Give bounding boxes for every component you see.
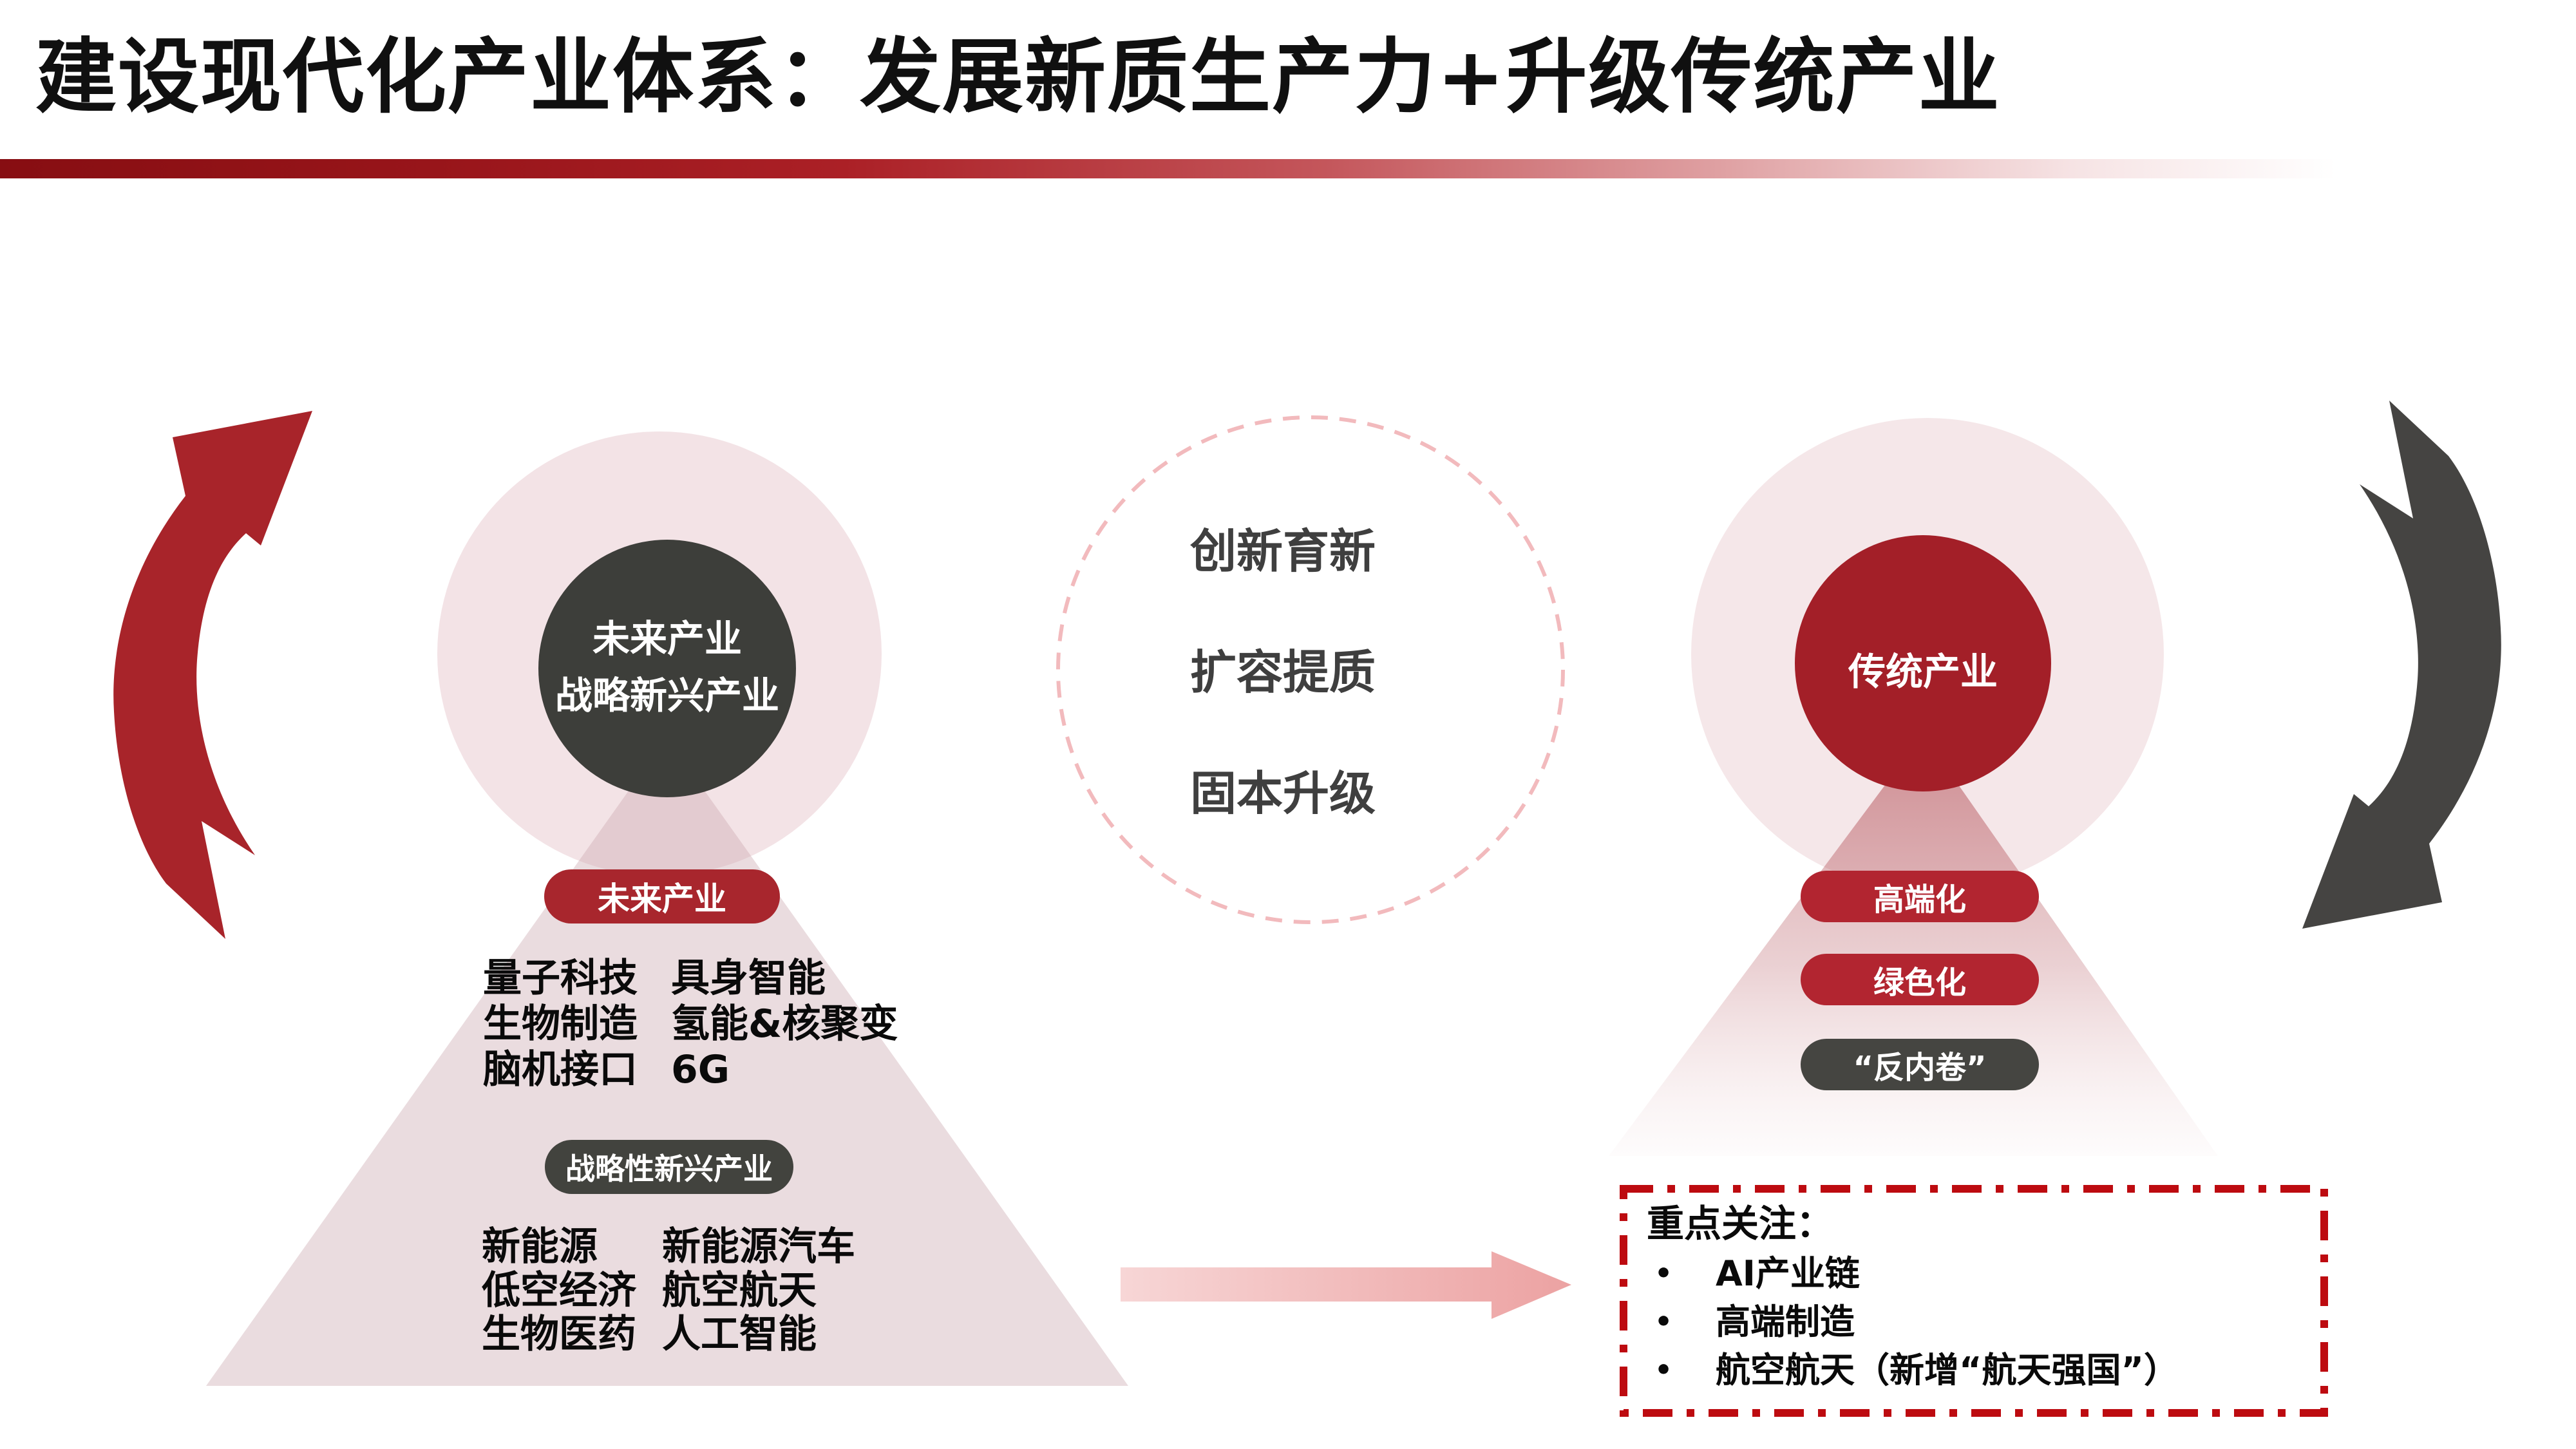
future-industry-pill: 未来产业 [544, 869, 780, 923]
focus-content: 重点关注： • AI产业链 • 高端制造 • 航空航天（新增“航天强国”） [1647, 1198, 2179, 1394]
strategic-industry-pill: 战略性新兴产业 [545, 1140, 793, 1194]
process-line: 固本升级 [1190, 766, 1376, 820]
process-line: 扩容提质 [1190, 645, 1376, 699]
focus-heading: 重点关注： [1647, 1202, 1834, 1245]
focus-bullet-text: AI产业链 [1716, 1253, 1860, 1294]
list-item: 低空经济 [482, 1268, 636, 1313]
pill-anti-involution: “反内卷” [1801, 1039, 2039, 1090]
list-item: 新能源 [482, 1224, 598, 1269]
right-core-circle [1795, 535, 2051, 791]
page-title: 建设现代化产业体系：发展新质生产力+升级传统产业 [35, 30, 2001, 124]
focus-bullet-row: • 高端制造 [1647, 1298, 2179, 1346]
focus-box-border [1620, 1185, 2328, 1417]
process-line: 创新育新 [1190, 524, 1376, 578]
right-core-label: 传统产业 [1848, 650, 1998, 694]
list-item: 生物制造 [483, 1001, 638, 1046]
list-item: 脑机接口 [483, 1047, 638, 1092]
process-lines: 创新育新 扩容提质 固本升级 [1190, 523, 1376, 822]
focus-bullet-text: 高端制造 [1716, 1302, 1855, 1342]
focus-bullet-row: • AI产业链 [1647, 1249, 2179, 1298]
flow-arrow-right-icon [1121, 1251, 1571, 1319]
focus-bullet-row: • 航空航天（新增“航天强国”） [1647, 1346, 2179, 1394]
list-item: 具身智能 [671, 956, 826, 1001]
list-item: 量子科技 [483, 956, 638, 1001]
list-item: 新能源汽车 [662, 1224, 855, 1269]
pill-high-end: 高端化 [1801, 871, 2039, 922]
left-pyramid [206, 737, 1128, 1386]
list-item: 人工智能 [662, 1312, 817, 1357]
curved-arrow-up-icon [113, 411, 312, 939]
bullet-dot-icon: • [1654, 1305, 1673, 1338]
curved-arrow-down-icon [2302, 401, 2501, 929]
left-core-circle [538, 540, 796, 797]
list-item: 6G [671, 1047, 730, 1092]
focus-box: 重点关注： • AI产业链 • 高端制造 • 航空航天（新增“航天强国”） [1620, 1185, 2328, 1417]
left-core-label: 未来产业 战略新兴产业 [474, 611, 860, 724]
right-pyramid [1609, 734, 2218, 1156]
list-item: 生物医药 [482, 1312, 636, 1357]
left-core-line2: 战略新兴产业 [554, 674, 779, 717]
process-dashed-circle [1056, 415, 1565, 924]
bullet-dot-icon: • [1654, 1257, 1673, 1290]
focus-bullet-text: 航空航天（新增“航天强国”） [1716, 1350, 2179, 1390]
pill-green: 绿色化 [1801, 954, 2039, 1005]
list-item: 航空航天 [662, 1268, 817, 1313]
future-industries-list: 量子科技 具身智能 生物制造 氢能&核聚变 脑机接口 6G [483, 956, 898, 1093]
bullet-dot-icon: • [1654, 1354, 1673, 1387]
title-accent-bar [0, 159, 2409, 178]
left-core-line1: 未来产业 [592, 617, 742, 661]
list-item: 氢能&核聚变 [671, 1001, 898, 1046]
strategic-industries-list: 新能源 新能源汽车 低空经济 航空航天 生物医药 人工智能 [482, 1225, 855, 1356]
